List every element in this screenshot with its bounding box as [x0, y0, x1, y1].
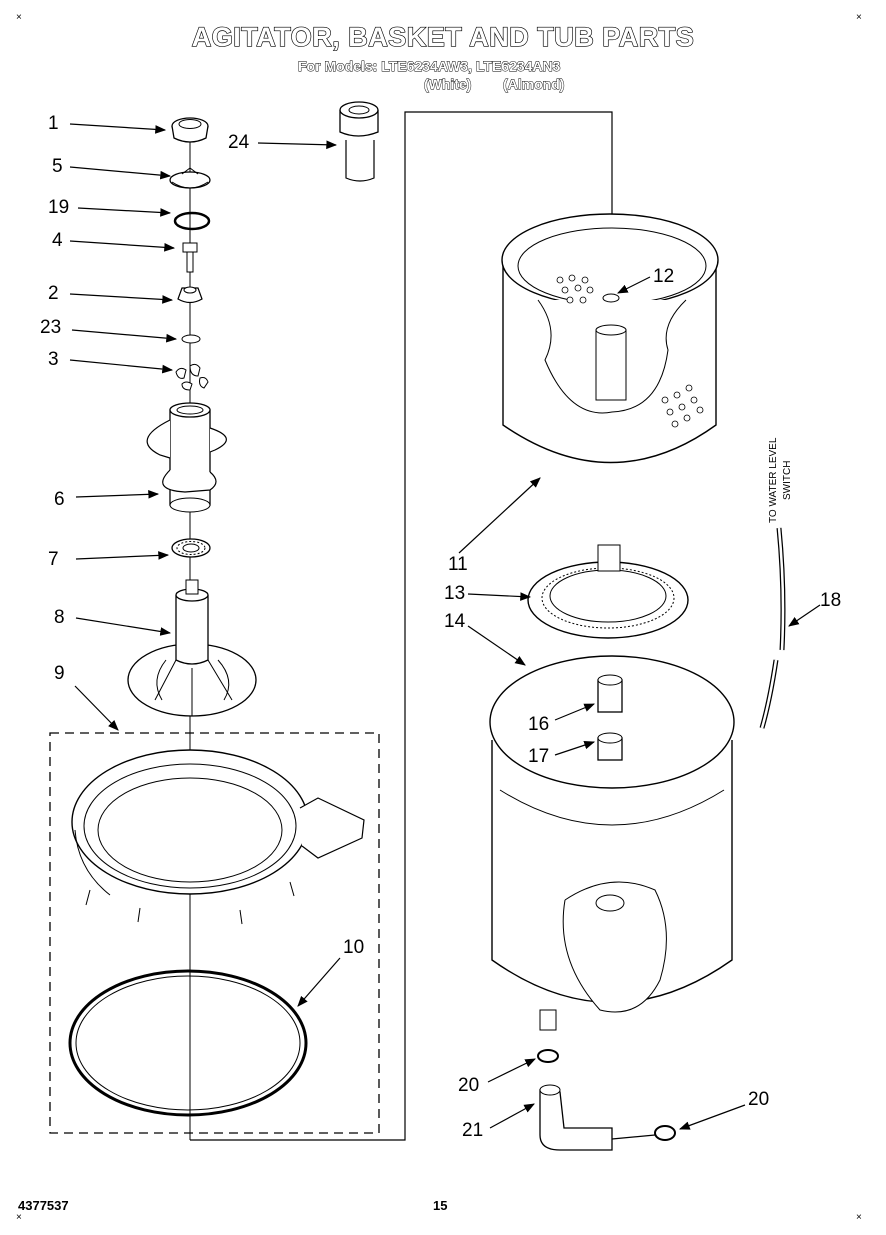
part-20-clamp-upper	[537, 1049, 559, 1063]
part-24-dispenser	[339, 101, 379, 182]
part-20-clamp-lower	[654, 1125, 676, 1141]
callout-4: 4	[52, 230, 63, 251]
page-title: AGITATOR, BASKET AND TUB PARTS	[191, 21, 695, 52]
callout-1: 1	[48, 113, 59, 134]
part-2-nut	[177, 286, 203, 304]
assembly-connector-line	[190, 111, 613, 1141]
part-10-gasket	[68, 969, 308, 1117]
part-3-agitator-dogs	[175, 363, 209, 391]
callout-21: 21	[462, 1120, 484, 1141]
corner-mark-bottom-right: ×	[856, 1212, 862, 1223]
callout-2: 2	[48, 283, 59, 304]
water-level-note-line2: SWITCH	[782, 460, 793, 500]
callout-20-upper: 20	[458, 1075, 480, 1096]
part-7-bearing	[171, 538, 211, 558]
model-color-almond: (Almond)	[503, 76, 565, 93]
callout-24: 24	[228, 132, 250, 153]
callout-12: 12	[653, 266, 675, 287]
callout-3: 3	[48, 349, 59, 370]
part-16-seal	[597, 674, 623, 713]
corner-mark-top-right: ×	[856, 12, 862, 23]
part-17-bearing	[597, 732, 623, 761]
part-4-bolt	[182, 242, 198, 273]
part-18-pressure-hose	[759, 527, 786, 729]
callout-14: 14	[444, 611, 466, 632]
water-level-note-line1: TO WATER LEVEL	[768, 437, 779, 523]
callout-13: 13	[444, 583, 466, 604]
corner-mark-top-left: ×	[16, 12, 22, 23]
callout-18: 18	[820, 590, 842, 611]
part-1-agitator-cap	[171, 117, 209, 143]
part-13-basket-drive	[527, 544, 689, 639]
callout-8: 8	[54, 607, 65, 628]
callout-9: 9	[54, 663, 65, 684]
corner-mark-bottom-left: ×	[16, 1212, 22, 1223]
callout-6: 6	[54, 489, 65, 510]
part-9-tub-ring	[71, 749, 365, 925]
part-19-ring	[173, 211, 211, 231]
callout-20-lower: 20	[748, 1089, 770, 1110]
callout-16: 16	[528, 714, 550, 735]
page-number: 15	[433, 1198, 448, 1213]
part-6-auger	[146, 402, 227, 513]
leader-lines	[69, 123, 821, 1130]
part-8-agitator-base	[127, 579, 257, 717]
callout-17: 17	[528, 746, 550, 767]
water-level-switch-note: TO WATER LEVEL SWITCH	[760, 415, 800, 525]
callout-10: 10	[343, 937, 365, 958]
document-number: 4377537	[18, 1198, 69, 1213]
part-23-washer	[181, 334, 201, 344]
part-14-outer-tub	[489, 655, 735, 1031]
callout-19: 19	[48, 197, 70, 218]
model-color-white: (White)	[424, 76, 472, 93]
part-21-drain-hose	[539, 1084, 656, 1151]
callout-5: 5	[52, 156, 63, 177]
callout-23: 23	[40, 317, 62, 338]
callout-11: 11	[448, 554, 468, 575]
callout-7: 7	[48, 549, 59, 570]
part-5-cam	[169, 167, 211, 189]
part-11-spin-basket	[501, 213, 719, 464]
model-numbers: For Models: LTE6234AW3, LTE6234AN3	[298, 58, 561, 75]
part-9-group-box	[49, 732, 380, 1134]
